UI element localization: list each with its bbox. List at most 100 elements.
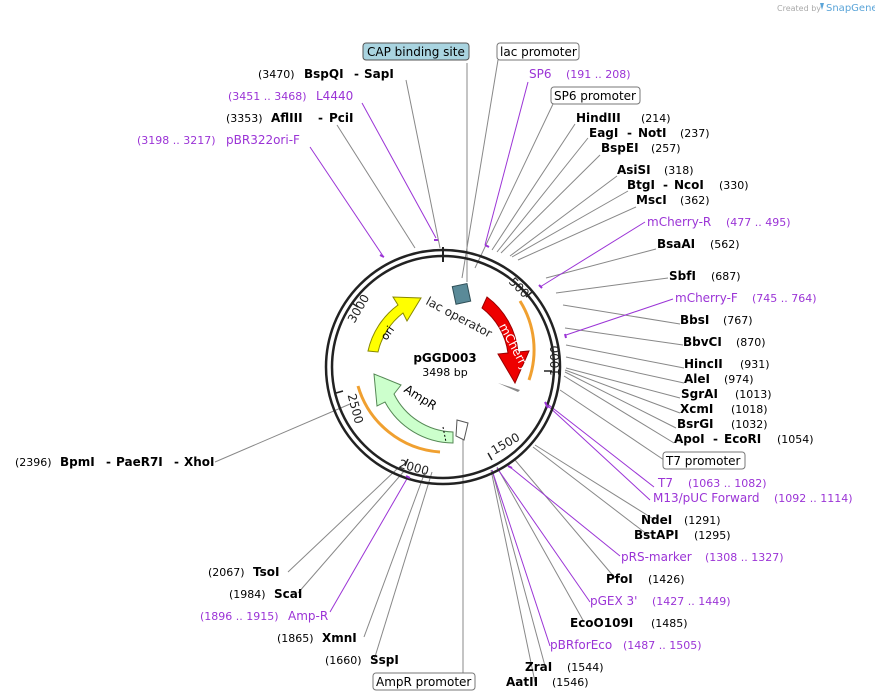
ampr-primer-label: Amp-R	[288, 609, 328, 623]
mcherry-f-label: mCherry-F	[675, 291, 738, 305]
bbsi-label: BbsI	[680, 313, 709, 327]
noti-label: NotI	[638, 126, 667, 140]
bpmi-label: BpmI	[60, 455, 95, 469]
hindiii-pos: (214)	[641, 112, 671, 125]
eagi-pos: (237)	[680, 127, 710, 140]
xhoi-label: XhoI	[184, 455, 215, 469]
aatii-label: AatII	[506, 675, 538, 689]
snapgene-logo-icon	[820, 3, 824, 10]
pbr322-label: pBR322ori-F	[226, 133, 300, 147]
bbvci-pos: (870)	[736, 336, 766, 349]
ampr-promoter-box	[372, 672, 476, 691]
plasmid-size: 3498 bp	[422, 366, 467, 379]
l4440-label: L4440	[316, 89, 353, 103]
lac-operator-icon	[451, 282, 472, 305]
pcii-label: PciI	[329, 111, 354, 125]
mcherry-orange-arc	[518, 300, 536, 381]
ndei-pos: (1291)	[684, 514, 721, 527]
bspqi-label: BspQI	[304, 67, 344, 81]
primer-marks	[379, 239, 567, 479]
ampr-promoter-label: AmpR promoter	[376, 675, 471, 689]
apoi-pos: (1054)	[777, 433, 814, 446]
aatii-pos: (1546)	[552, 676, 589, 689]
mcherry-feature	[481, 296, 530, 385]
ampr-feature	[373, 373, 454, 444]
afliii-pos: (3353)	[226, 112, 263, 125]
bsaai-label: BsaAI	[657, 237, 695, 251]
msci-label: MscI	[636, 193, 667, 207]
tick-marks	[335, 291, 552, 467]
pbrforeco-pos: (1487 .. 1505)	[623, 639, 702, 652]
xmni-pos: (1865)	[277, 632, 314, 645]
cap-binding-box	[362, 42, 470, 61]
m13-pos: (1092 .. 1114)	[774, 492, 853, 505]
bsaai-pos: (562)	[710, 238, 740, 251]
paer7i-label: PaeR7I	[116, 455, 163, 469]
bstapi-pos: (1295)	[694, 529, 731, 542]
dash-7: -	[713, 432, 718, 446]
pfoi-pos: (1426)	[648, 573, 685, 586]
sp6-primer-pos: (191 .. 208)	[566, 68, 631, 81]
alei-pos: (974)	[724, 373, 754, 386]
rs-marker-pos: (1308 .. 1327)	[705, 551, 784, 564]
sbfi-label: SbfI	[669, 269, 696, 283]
pbrforeco-label: pBRforEco	[550, 638, 612, 652]
l4440-pos: (3451 .. 3468)	[228, 90, 307, 103]
lac-promoter-box	[496, 42, 580, 61]
xcmi-label: XcmI	[680, 402, 713, 416]
ecoo109i-label: EcoO109I	[570, 616, 633, 630]
ecori-label: EcoRI	[724, 432, 761, 446]
dash-5: -	[627, 126, 632, 140]
scai-pos: (1984)	[229, 588, 266, 601]
dash-4: -	[174, 455, 179, 469]
t7-promoter-box	[662, 451, 746, 470]
primer-leader-lines	[309, 81, 674, 647]
mcherry-r-label: mCherry-R	[647, 215, 711, 229]
bstapi-label: BstAPI	[634, 528, 679, 542]
plasmid-name: pGGD003	[413, 351, 476, 365]
ncoi-label: NcoI	[674, 178, 704, 192]
t7-promoter-label: T7 promoter	[665, 454, 741, 468]
btgi-pos: (330)	[719, 179, 749, 192]
t7-primer-pos: (1063 .. 1082)	[688, 477, 767, 490]
asisi-pos: (318)	[664, 164, 694, 177]
tsoi-pos: (2067)	[208, 566, 245, 579]
btgi-label: BtgI	[627, 178, 655, 192]
bspei-label: BspEI	[601, 141, 639, 155]
ori-feature	[367, 296, 422, 353]
bsrgi-pos: (1032)	[731, 418, 768, 431]
ampr-orange-arc	[356, 385, 441, 454]
pbr322-pos: (3198 .. 3217)	[137, 134, 216, 147]
sgrai-label: SgrAI	[681, 387, 718, 401]
sp6-promoter-label: SP6 promoter	[554, 89, 636, 103]
sbfi-pos: (687)	[711, 270, 741, 283]
afliii-label: AflIII	[271, 111, 303, 125]
pgex-pos: (1427 .. 1449)	[652, 595, 731, 608]
alei-label: AleI	[684, 372, 710, 386]
hincii-pos: (931)	[740, 358, 770, 371]
ecoo109i-pos: (1485)	[651, 617, 688, 630]
dash-3: -	[106, 455, 111, 469]
credit-text: Created by	[777, 4, 821, 13]
dash-2: -	[318, 111, 323, 125]
scai-label: ScaI	[274, 587, 302, 601]
dash-1: -	[354, 67, 359, 81]
ampr-primer-pos: (1896 .. 1915)	[200, 610, 279, 623]
sp6-promoter-box	[550, 86, 641, 105]
tick-1000: 1000	[548, 345, 562, 376]
hindiii-label: HindIII	[576, 111, 621, 125]
brand-text: SnapGene	[826, 3, 875, 14]
sp6-primer-label: SP6	[529, 67, 552, 81]
lac-promoter-label: lac promoter	[500, 45, 577, 59]
mcherry-r-pos: (477 .. 495)	[726, 216, 791, 229]
m13-label: M13/pUC Forward	[653, 491, 760, 505]
sgrai-pos: (1013)	[735, 388, 772, 401]
zrai-pos: (1544)	[567, 661, 604, 674]
bpmi-pos: (2396)	[15, 456, 52, 469]
tick-1500: 1500	[489, 430, 522, 457]
xcmi-pos: (1018)	[731, 403, 768, 416]
bspei-pos: (257)	[651, 142, 681, 155]
bbsi-pos: (767)	[723, 314, 753, 327]
bsrgi-label: BsrGI	[677, 417, 714, 431]
zrai-label: ZraI	[525, 660, 552, 674]
